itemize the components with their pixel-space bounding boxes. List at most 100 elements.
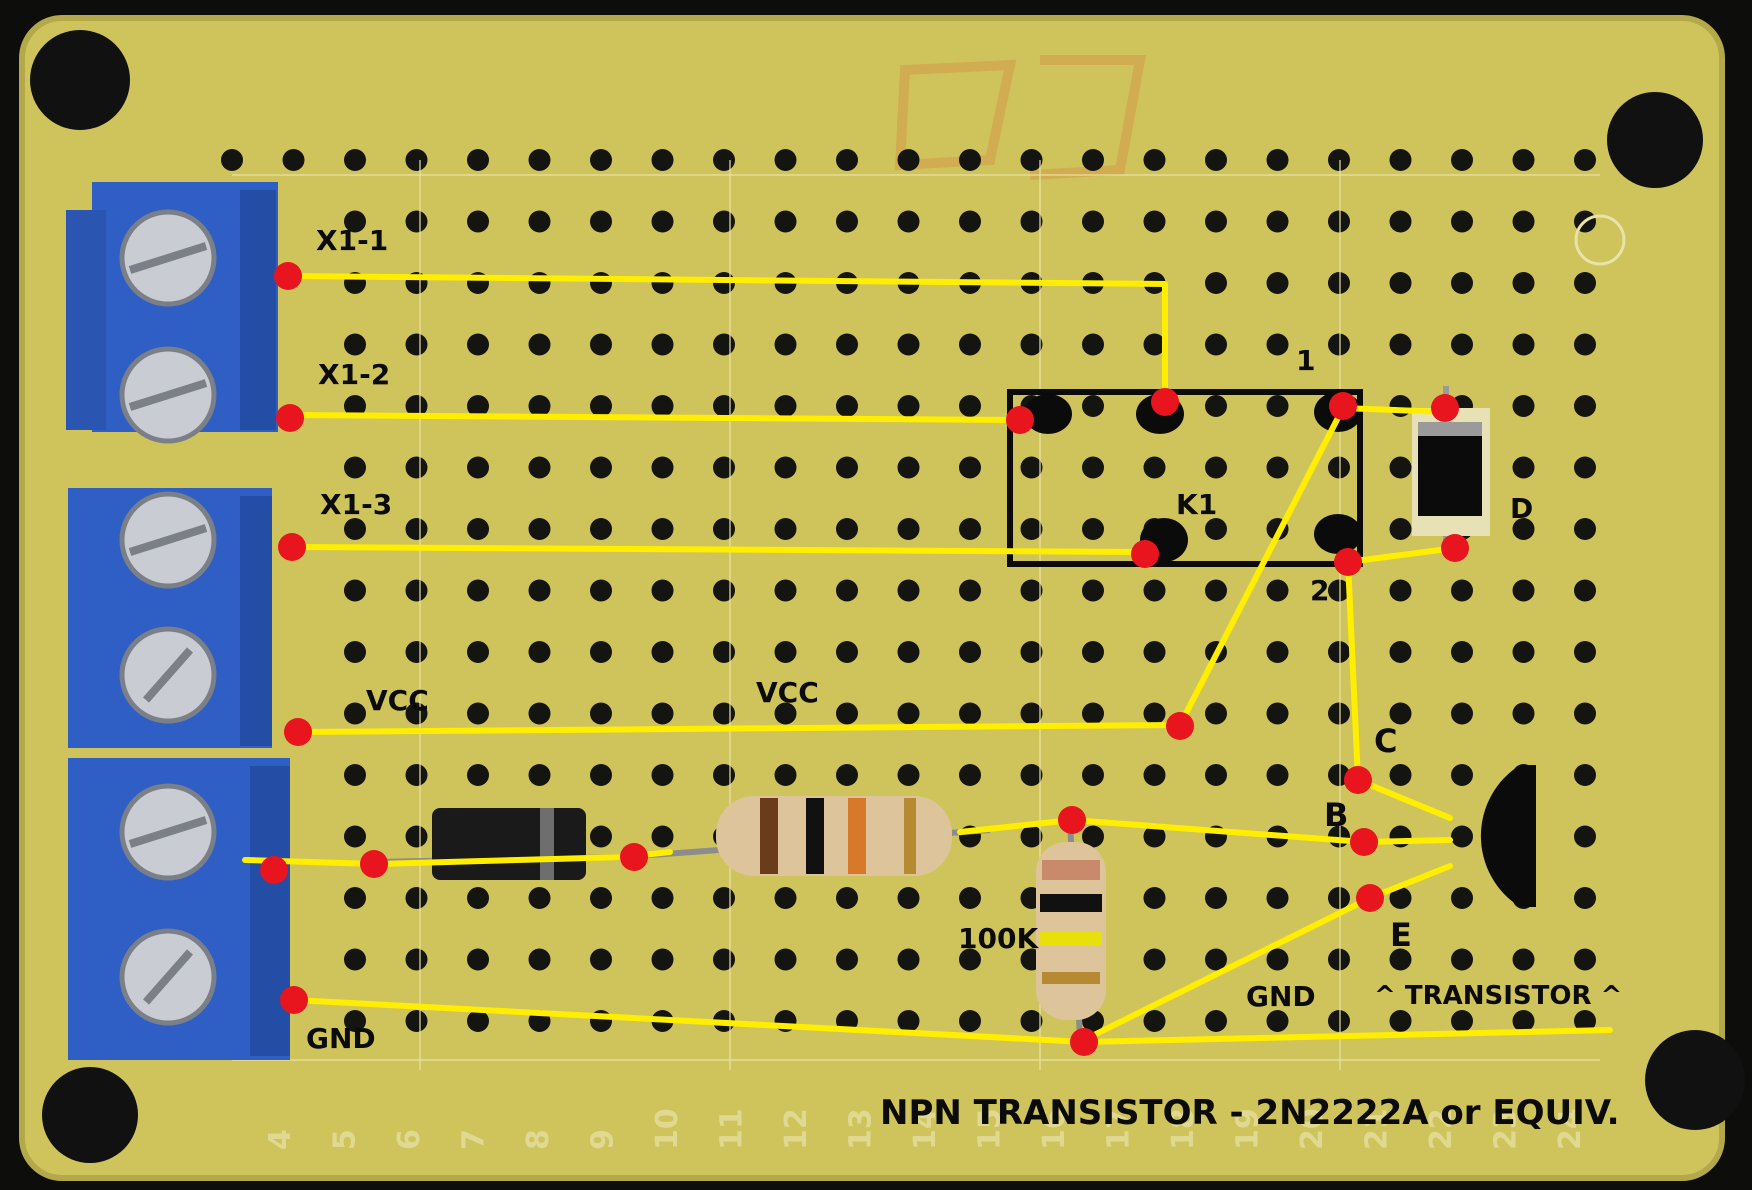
perfboard-hole <box>1205 579 1227 602</box>
perfboard-hole <box>1020 1010 1043 1032</box>
perfboard-hole <box>405 210 428 233</box>
perfboard-hole <box>1143 825 1166 848</box>
perfboard-hole <box>959 210 981 233</box>
perfboard-hole <box>590 887 612 909</box>
perfboard-hole <box>1143 333 1166 356</box>
silkscreen-number: 9 <box>586 1129 621 1150</box>
perfboard-hole <box>774 333 797 356</box>
perfboard-hole <box>344 1010 366 1032</box>
perfboard-hole <box>836 948 858 971</box>
perfboard-hole <box>1512 456 1535 479</box>
terminal-block-top <box>66 182 278 444</box>
caption: NPN TRANSISTOR - 2N2222A or EQUIV. <box>880 1093 1620 1133</box>
perfboard-hole <box>1082 825 1104 848</box>
perfboard-hole <box>1574 518 1596 540</box>
perfboard-hole <box>1451 641 1473 663</box>
wire-emitter <box>1081 895 1373 1043</box>
perfboard-hole <box>405 887 428 909</box>
perfboard-hole <box>897 948 920 971</box>
perfboard-hole <box>836 210 858 233</box>
perfboard-hole <box>1020 518 1043 540</box>
perfboard-hole <box>1574 887 1596 909</box>
perfboard-hole <box>1143 641 1166 663</box>
perfboard-hole <box>959 702 981 725</box>
perfboard-hole <box>959 1010 981 1032</box>
perfboard-hole <box>467 948 489 971</box>
perfboard-hole <box>1205 948 1227 971</box>
silkscreen-number: 21 <box>1360 1108 1395 1150</box>
perfboard-hole <box>959 395 981 417</box>
resistor-horizontal <box>624 796 991 876</box>
label-gnd-right: GND <box>1246 980 1316 1013</box>
perfboard-hole <box>1574 149 1596 171</box>
perfboard-hole <box>1512 210 1535 233</box>
perfboard-hole <box>959 579 981 602</box>
perfboard-hole <box>405 641 428 663</box>
perfboard-hole <box>1451 948 1473 971</box>
perfboard-hole <box>467 149 489 171</box>
perfboard-hole <box>774 518 797 540</box>
perfboard-hole <box>897 149 920 171</box>
perfboard-hole <box>651 579 674 602</box>
perfboard-hole <box>651 518 674 540</box>
perfboard-hole <box>713 579 735 602</box>
perfboard-hole <box>528 456 551 479</box>
perfboard-hole <box>651 764 674 786</box>
perfboard-hole <box>1512 579 1535 602</box>
perfboard-hole <box>1082 210 1104 233</box>
perfboard-hole <box>1574 272 1596 294</box>
perfboard-hole <box>836 702 858 725</box>
perfboard-hole <box>1020 149 1043 171</box>
perfboard-hole <box>528 518 551 540</box>
perfboard-hole <box>344 395 366 417</box>
wire-gnd <box>291 997 1087 1045</box>
perfboard-hole <box>405 456 428 479</box>
perfboard-hole <box>774 149 797 171</box>
perfboard-hole <box>1389 1010 1412 1032</box>
perfboard-hole <box>344 210 366 233</box>
perfboard-hole <box>836 579 858 602</box>
perfboard-hole <box>1389 395 1412 417</box>
perfboard-hole <box>1389 149 1412 171</box>
perfboard-hole <box>405 333 428 356</box>
perfboard-hole <box>1266 1010 1289 1032</box>
perfboard-hole <box>344 518 366 540</box>
perfboard-hole <box>1266 333 1289 356</box>
perfboard-hole <box>1143 948 1166 971</box>
label-x1-3: X1-3 <box>320 488 392 521</box>
perfboard-hole <box>1266 456 1289 479</box>
perfboard-hole <box>1389 579 1412 602</box>
perfboard-hole <box>1512 149 1535 171</box>
perfboard-hole <box>1451 1010 1473 1032</box>
silkscreen-number: 19 <box>1231 1108 1266 1150</box>
perfboard-hole <box>221 149 243 171</box>
perfboard-hole <box>1512 641 1535 663</box>
silkscreen-number: 8 <box>521 1129 556 1150</box>
perfboard-hole <box>1082 641 1104 663</box>
resistor-100k <box>1036 819 1106 1041</box>
perfboard-hole <box>590 395 612 417</box>
perfboard-hole <box>467 210 489 233</box>
perfboard-hole <box>590 272 612 294</box>
perfboard-hole <box>1266 272 1289 294</box>
label-collector: C <box>1374 722 1397 760</box>
perfboard-hole <box>1266 579 1289 602</box>
perfboard-hole <box>467 1010 489 1032</box>
silkscreen-number: 11 <box>715 1108 750 1150</box>
perfboard-hole <box>1020 764 1043 786</box>
perfboard-hole <box>836 395 858 417</box>
perfboard-hole <box>405 825 428 848</box>
perfboard-hole <box>1574 702 1596 725</box>
perfboard-hole <box>713 149 735 171</box>
silkscreen-number: 13 <box>844 1108 879 1150</box>
perfboard-hole <box>1020 456 1043 479</box>
pcb-board <box>19 15 1725 1181</box>
label-x1-2: X1-2 <box>318 358 390 391</box>
perfboard-hole <box>1205 149 1227 171</box>
silkscreen-number: 7 <box>457 1129 492 1150</box>
perfboard-hole <box>1512 333 1535 356</box>
perfboard-hole <box>1082 764 1104 786</box>
perfboard-hole <box>467 641 489 663</box>
perfboard-hole <box>651 948 674 971</box>
